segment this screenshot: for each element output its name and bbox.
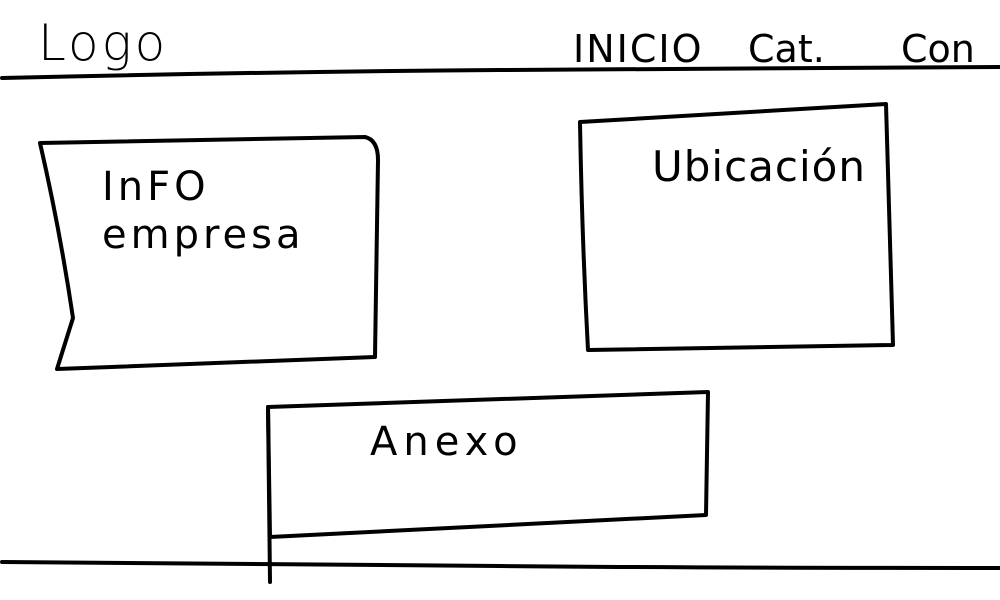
anexo-box-edge xyxy=(266,405,272,584)
header-divider xyxy=(0,65,1000,80)
top-nav: INICIO Cat. Con xyxy=(573,30,1000,75)
nav-item-con[interactable]: Con xyxy=(901,30,975,71)
nav-item-inicio[interactable]: INICIO xyxy=(573,30,704,71)
logo[interactable]: Logo xyxy=(38,14,169,72)
info-box-outline xyxy=(38,135,380,371)
info-empresa-label: InFO empresa xyxy=(102,163,305,259)
info-label-line1: InFO xyxy=(102,164,210,210)
anexo-label: Anexo xyxy=(370,419,524,465)
info-label-line2: empresa xyxy=(102,212,305,258)
nav-item-cat[interactable]: Cat. xyxy=(748,30,825,71)
ubicacion-box-outline xyxy=(578,102,895,352)
footer-divider xyxy=(0,560,1000,570)
ubicacion-label: Ubicación xyxy=(652,142,866,191)
